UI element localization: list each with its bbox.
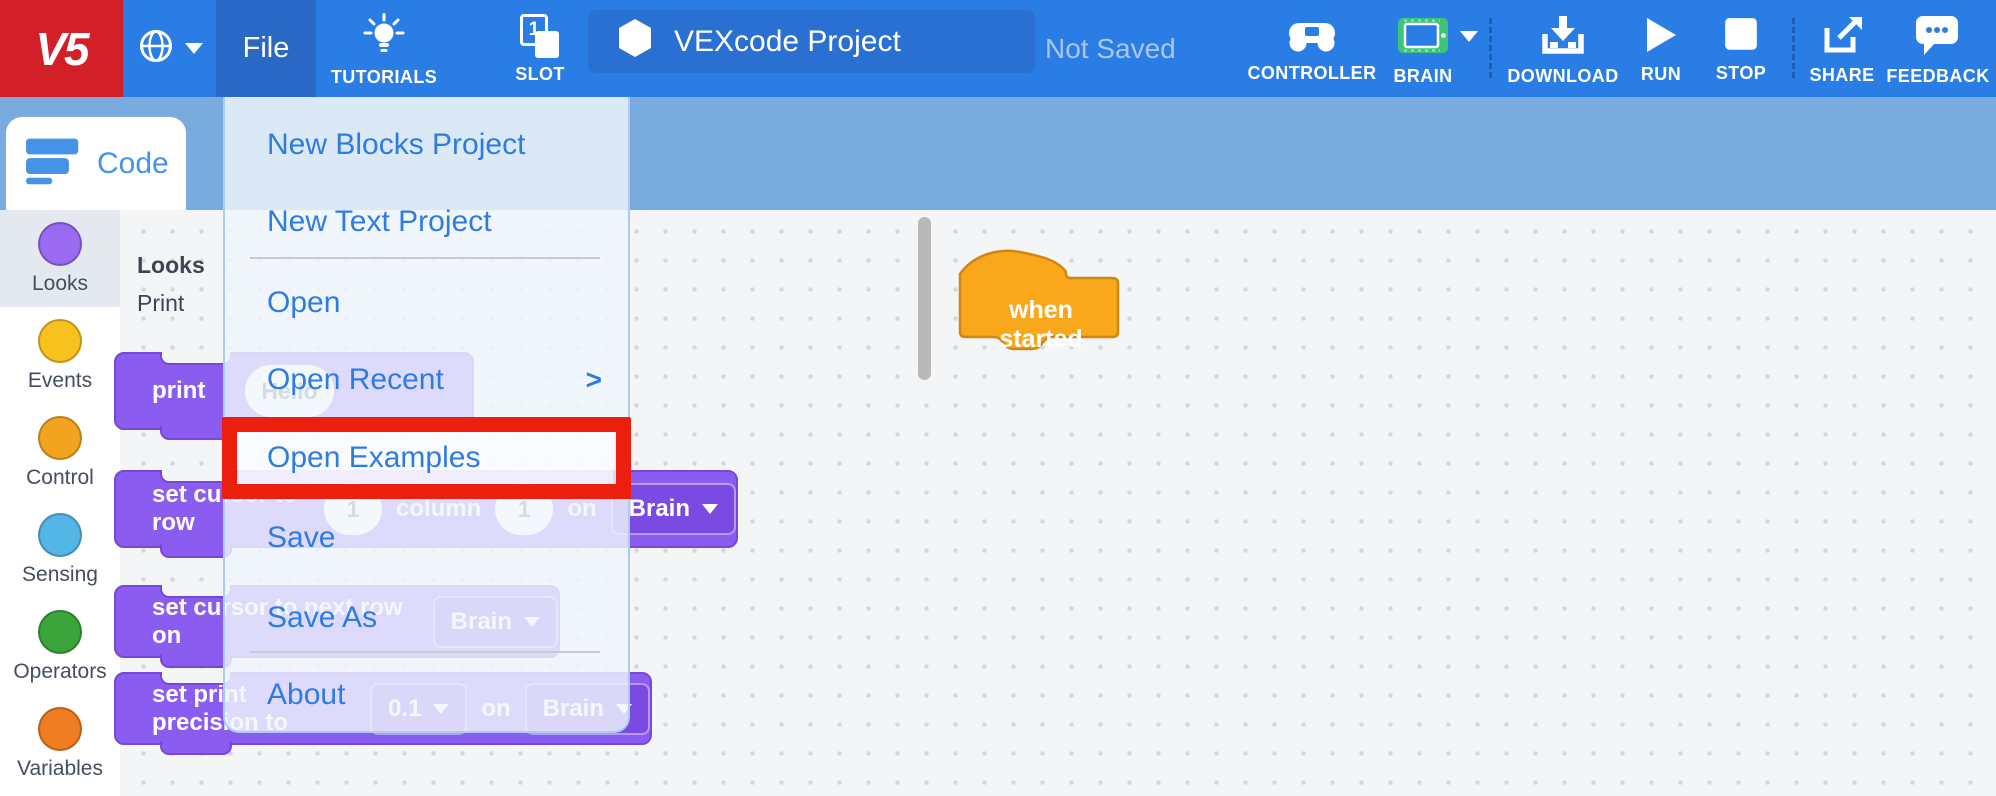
file-menu-label: File [242,32,290,64]
toolbar-separator [1489,18,1492,78]
when-started-label: when started [999,296,1083,353]
palette-section-label: Print [137,290,185,316]
feedback-label: FEEDBACK [1886,65,1990,86]
menu-item-open-examples[interactable]: Open Examples [267,441,481,474]
control-category-dot [38,415,82,460]
toolbar-separator [1792,18,1795,78]
save-status: Not Saved [1045,32,1176,64]
language-menu-button[interactable] [123,0,216,97]
share-label: SHARE [1809,64,1875,85]
sidebar-item-control[interactable]: Control [0,404,120,501]
slot-label: SLOT [515,64,565,84]
file-menu-dropdown: New Blocks Project New Text Project Open… [223,97,630,733]
palette-scrollbar-thumb[interactable] [918,217,931,380]
download-icon [1540,13,1586,62]
block-when-started[interactable] [956,248,1124,361]
tab-code[interactable]: Code [6,117,186,210]
share-icon [1818,14,1866,61]
controller-label: CONTROLLER [1247,62,1377,83]
brain-button[interactable]: BRAIN [1385,0,1461,97]
chevron-down-icon [702,504,718,514]
globe-icon [136,26,176,71]
menu-item-about[interactable]: About [267,678,346,711]
share-button[interactable]: SHARE [1806,0,1878,97]
variables-category-dot [38,706,82,751]
submenu-arrow-icon: > [585,364,602,395]
sidebar-item-looks[interactable]: Looks [0,210,120,307]
run-icon [1643,15,1679,60]
sidebar-item-variables[interactable]: Variables [0,695,120,792]
open-examples-highlight-bg [239,430,613,486]
open-examples-highlight-box [222,417,631,499]
operators-category-dot [38,609,82,654]
controller-icon [1286,16,1338,59]
run-button[interactable]: RUN [1630,0,1692,97]
tutorials-button[interactable]: TUTORIALS [316,0,452,97]
brain-chevron-down-icon[interactable] [1460,31,1478,42]
sidebar-item-sensing[interactable]: Sensing [0,501,120,598]
sensing-category-dot [38,512,82,557]
menu-item-save[interactable]: Save [267,521,336,554]
chevron-down-icon [185,43,203,54]
block-category-sidebar: Looks Events Control Sensing Operators V… [0,210,120,796]
palette-category-header: Looks [137,252,205,278]
sidebar-item-events[interactable]: Events [0,307,120,404]
brain-label: BRAIN [1393,65,1453,86]
menu-item-new-blocks-project[interactable]: New Blocks Project [267,128,526,161]
project-name-button[interactable]: VEXcode Project [588,10,1035,73]
hexagon-icon [616,18,654,66]
brain-icon [1395,13,1451,62]
menu-item-save-as[interactable]: Save As [267,601,378,634]
looks-category-dot [38,221,82,266]
menu-item-new-text-project[interactable]: New Text Project [267,205,492,238]
menu-item-open-recent[interactable]: Open Recent [267,363,444,396]
brain-dropdown[interactable]: Brain [610,483,736,535]
events-category-dot [38,318,82,363]
menu-divider [250,257,600,259]
run-label: RUN [1640,63,1682,84]
download-button[interactable]: DOWNLOAD [1505,0,1621,97]
sidebar-item-operators[interactable]: Operators [0,598,120,695]
code-blocks-icon [24,133,84,195]
tutorials-label: TUTORIALS [330,66,438,87]
download-label: DOWNLOAD [1507,65,1619,86]
menu-item-open[interactable]: Open [267,286,341,319]
v5-logo: V5 [0,0,123,97]
stop-icon [1723,16,1759,59]
code-tab-label: Code [97,146,169,180]
top-toolbar: V5 File [0,0,1996,97]
menu-divider [250,651,600,653]
stop-label: STOP [1715,62,1767,83]
slot-button[interactable]: 1 SLOT [500,0,580,97]
feedback-button[interactable]: FEEDBACK [1882,0,1994,97]
controller-button[interactable]: CONTROLLER [1248,0,1376,97]
lightbulb-icon [361,12,407,63]
stop-button[interactable]: STOP [1705,0,1777,97]
slot-icon: 1 [519,14,561,60]
feedback-icon [1914,13,1962,62]
v5-logo-text: V5 [35,22,89,75]
file-menu-button[interactable]: File [216,0,316,97]
project-name: VEXcode Project [674,24,901,58]
